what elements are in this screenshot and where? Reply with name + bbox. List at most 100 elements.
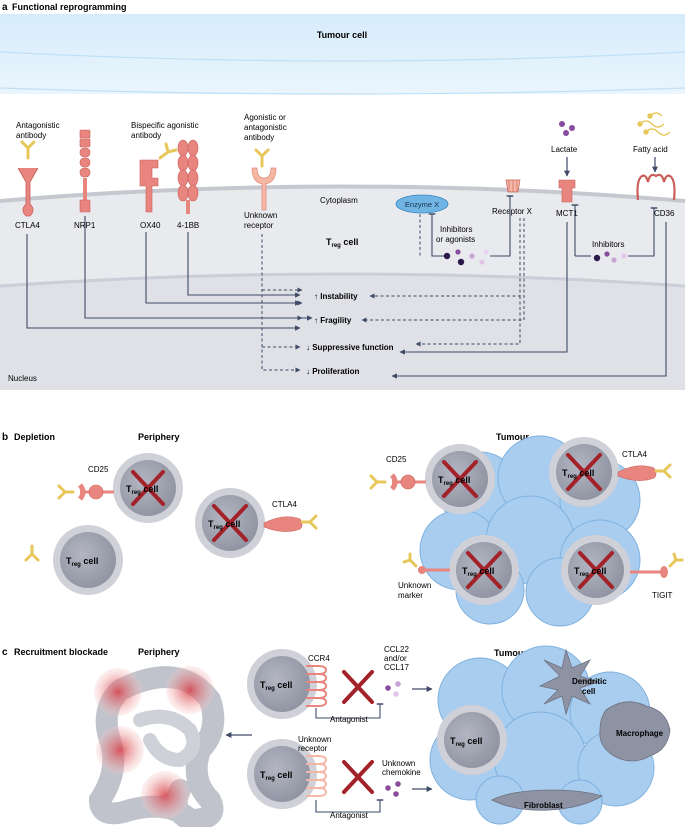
treg-label: Treg cell: [562, 468, 594, 480]
cross-icon: [131, 470, 165, 506]
receptor-x: Receptor X: [492, 179, 533, 216]
cd25-receptor-periphery: CD25: [57, 465, 114, 501]
treg-cell-tumour-4: Treg cell: [561, 535, 631, 605]
treg-cell-tumour-2: Treg cell: [549, 437, 619, 507]
cell-membrane: [0, 184, 685, 203]
cd25-label-tumour: CD25: [386, 455, 407, 464]
cd36-receptor: CD36: [636, 173, 676, 218]
inflammation-site: [96, 726, 144, 774]
cross-icon: [342, 760, 374, 794]
nucleus-label: Nucleus: [8, 374, 37, 383]
inhibition-lines: [428, 195, 658, 257]
treg-cell-tumour-c: Treg cell: [437, 705, 507, 775]
periphery-label-b: Periphery: [138, 432, 180, 442]
antagonist-line: [315, 703, 384, 719]
b41bb-label: 4-1BB: [177, 221, 199, 230]
fibroblast-label: Fibroblast: [524, 801, 563, 810]
ctla4-receptor-tumour: CTLA4: [617, 450, 672, 481]
panel-a-letter: a: [2, 2, 8, 13]
outcome-proliferation: ↓ Proliferation: [306, 367, 359, 376]
pathway-lines: [26, 216, 667, 379]
antibody-icon: [654, 463, 672, 479]
treg-label: Treg cell: [66, 556, 98, 568]
ctla4-label-tumour: CTLA4: [622, 450, 647, 459]
antagonist-label-2: Antagonist: [330, 811, 369, 820]
dashed-lines: [261, 214, 525, 373]
panel-a-title: Functional reprogramming: [12, 2, 127, 12]
ctla4-label-periphery: CTLA4: [272, 500, 297, 509]
tigit-receptor: TIGIT: [630, 552, 684, 600]
treg-label: Treg cell: [574, 566, 606, 578]
cross-icon: [442, 460, 478, 498]
ctla4-label: CTLA4: [15, 221, 40, 230]
ccr4-receptor: CCR4: [306, 654, 330, 707]
treg-cell-unknown: Treg cell: [247, 739, 317, 809]
free-antibody-icon: [24, 544, 40, 562]
chemokine-molecules: [385, 681, 401, 697]
treg-label: Treg cell: [260, 680, 292, 692]
treg-cell-ccr4: Treg cell: [247, 649, 317, 719]
tigit-label: TIGIT: [652, 591, 673, 600]
tumour-label-c: Tumour: [494, 648, 527, 658]
ccr4-label: CCR4: [308, 654, 330, 663]
fatty-acid-label: Fatty acid: [633, 145, 668, 154]
antibody-icon: [369, 474, 387, 490]
treg-cell-periphery-1: Treg cell: [113, 453, 183, 523]
fatty-acid-molecules: [637, 112, 671, 136]
outcome-fragility: ↑ Fragility: [314, 316, 352, 325]
treg-cell-label: Treg cell: [326, 237, 358, 249]
cd25-label-periphery: CD25: [88, 465, 109, 474]
inflammation-site: [166, 666, 214, 714]
mct1-transporter: MCT1: [556, 179, 578, 218]
panel-b-title: Depletion: [14, 432, 55, 442]
panel-a: a Functional reprogramming Tumour cell C…: [0, 2, 685, 390]
antibody-icon: [300, 514, 318, 530]
lactate-label: Lactate: [551, 145, 578, 154]
ox40-receptor: OX40: [139, 142, 178, 230]
periphery-label-c: Periphery: [138, 647, 180, 657]
enzyme-x-label: Enzyme X: [405, 200, 439, 209]
panel-b-letter: b: [2, 432, 8, 443]
fibroblast: Fibroblast: [491, 789, 603, 811]
inhibitor-molecules-right: [593, 251, 627, 263]
treg-label: Treg cell: [438, 475, 470, 487]
treg-label: Treg cell: [260, 770, 292, 782]
unknown-chemokine-molecules: [385, 781, 401, 797]
antibody-icon: [402, 552, 418, 568]
ox40-label: OX40: [140, 221, 161, 230]
treg-cell-periphery-2: Treg cell: [195, 488, 265, 558]
treg-label: Treg cell: [462, 566, 494, 578]
treg-label: Treg cell: [126, 484, 158, 496]
tumour-cell-label: Tumour cell: [317, 30, 367, 40]
tumour-cell-band: [0, 14, 685, 94]
treg-label: Treg cell: [208, 519, 240, 531]
treg-cell-periphery-3: Treg cell: [53, 525, 123, 595]
inflammation-site: [141, 771, 189, 819]
treg-cell-tumour-3: Treg cell: [449, 535, 519, 605]
bispecific-antibody-icon: [158, 142, 178, 160]
panel-c: c Recruitment blockade Periphery Tumour …: [2, 645, 671, 827]
antibody-icon: [668, 552, 684, 568]
enzyme-x: Enzyme X: [395, 194, 449, 214]
tumour-label-b: Tumour: [496, 432, 529, 442]
cd25-receptor-tumour: CD25: [369, 455, 426, 491]
cd36-label: CD36: [654, 209, 675, 218]
cross-icon: [342, 670, 374, 704]
nuclear-membrane: [0, 272, 685, 288]
panel-b: b Depletion Periphery Tumour Treg cell: [2, 432, 684, 627]
ctla4-receptor: CTLA4: [15, 140, 40, 230]
